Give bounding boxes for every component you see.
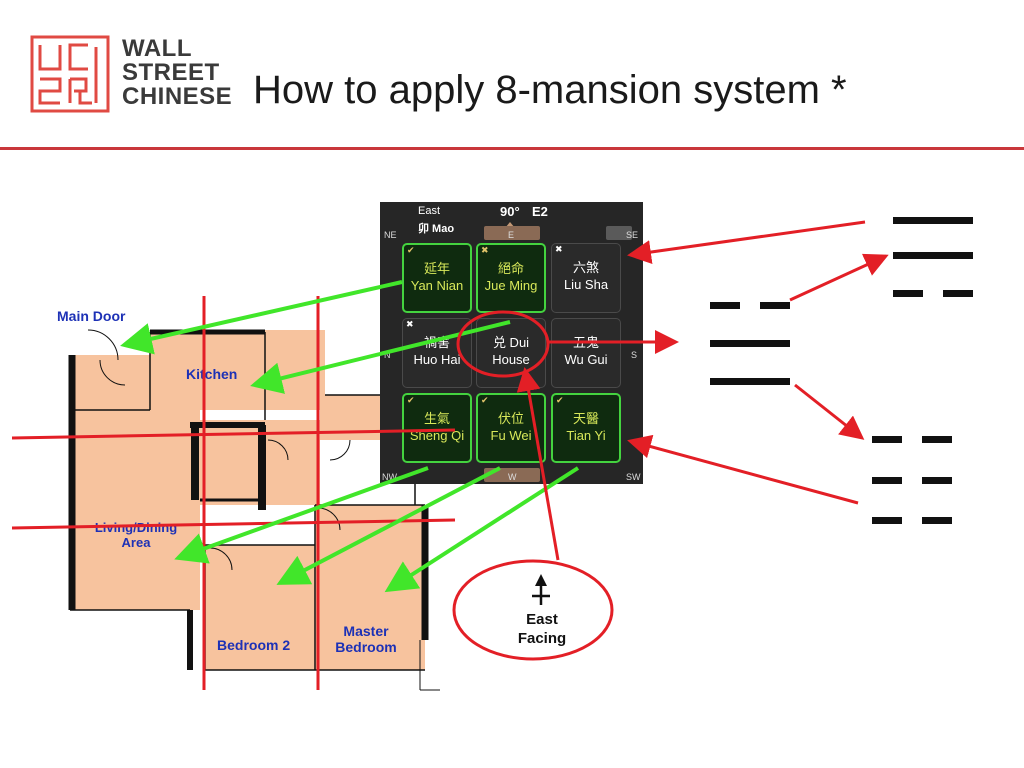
compass-panel: East 卯 Mao 90° E2 NE E SE N S NW W SW ✔ … bbox=[380, 202, 643, 484]
facing-line-2: Facing bbox=[517, 630, 567, 647]
master-bedroom-label: Master Bedroom bbox=[335, 623, 397, 656]
check-icon: ✔ bbox=[407, 395, 415, 405]
cell-yan-nian: ✔ 延年 Yan Nian bbox=[402, 243, 472, 313]
arrow-trigram-down bbox=[794, 383, 865, 440]
cell-chinese: 六煞 bbox=[572, 260, 599, 275]
living-room bbox=[70, 405, 200, 610]
cell-wu-gui: 五鬼 Wu Gui bbox=[551, 318, 621, 388]
cell-huo-hai: ✖ 禍害 Huo Hai bbox=[402, 318, 472, 388]
compass-code: E2 bbox=[532, 204, 548, 219]
cell-chinese: 生氣 bbox=[423, 411, 450, 426]
cell-sheng-qi: ✔ 生氣 Sheng Qi bbox=[402, 393, 472, 463]
north-arrow-icon bbox=[532, 574, 550, 605]
arrow-liu-sha bbox=[627, 220, 866, 264]
compass-direction: East bbox=[418, 205, 441, 217]
trigram-middle bbox=[710, 302, 790, 385]
cell-pinyin: Liu Sha bbox=[563, 277, 609, 292]
dir-w: W bbox=[508, 472, 517, 482]
cell-jue-ming: ✖ 絕命 Jue Ming bbox=[476, 243, 546, 313]
cell-pinyin: House bbox=[492, 352, 530, 367]
trigram-bottom bbox=[872, 436, 952, 524]
arrow-tian-yi bbox=[627, 434, 859, 505]
main-door-label: Main Door bbox=[57, 308, 126, 324]
brand-line-3: CHINESE bbox=[122, 83, 233, 110]
dir-ne: NE bbox=[384, 230, 397, 240]
compass-bearing: 90° bbox=[500, 204, 520, 219]
cell-pinyin: Sheng Qi bbox=[409, 428, 465, 443]
arrow-trigram-up bbox=[789, 253, 889, 302]
dir-s: S bbox=[631, 350, 638, 360]
cell-chinese: 延年 bbox=[423, 261, 450, 276]
cell-pinyin: Wu Gui bbox=[564, 352, 608, 367]
cell-pinyin: Huo Hai bbox=[413, 352, 461, 367]
brand-wordmark: WALL STREET CHINESE bbox=[122, 37, 232, 109]
trigram-top bbox=[893, 217, 973, 297]
dir-n: N bbox=[384, 350, 391, 360]
cell-chinese: 禍害 bbox=[423, 335, 450, 350]
dir-nw: NW bbox=[382, 472, 397, 482]
check-icon: ✔ bbox=[407, 245, 415, 255]
kitchen-label: Kitchen bbox=[186, 366, 238, 382]
dir-se: SE bbox=[626, 230, 639, 240]
cell-pinyin: Jue Ming bbox=[484, 278, 538, 293]
title-divider bbox=[0, 147, 1024, 150]
check-icon: ✔ bbox=[481, 395, 489, 405]
brand-line-2: STREET bbox=[122, 59, 220, 86]
cell-chinese: 五鬼 bbox=[572, 335, 599, 350]
cell-pinyin: Yan Nian bbox=[410, 278, 464, 293]
cross-icon: ✖ bbox=[481, 245, 489, 255]
cell-tian-yi: ✔ 天醫 Tian Yi bbox=[551, 393, 621, 463]
bedroom-2-label: Bedroom 2 bbox=[217, 637, 291, 653]
cell-chinese: 絕命 bbox=[497, 261, 524, 276]
cell-chinese: 伏位 bbox=[497, 411, 524, 426]
check-icon: ✔ bbox=[556, 395, 564, 405]
cell-fu-wei: ✔ 伏位 Fu Wei bbox=[476, 393, 546, 463]
cell-chinese: 天醫 bbox=[572, 411, 599, 426]
cell-house: 兑 Dui House bbox=[476, 318, 546, 388]
facing-line-1: East bbox=[526, 611, 558, 628]
wall-street-chinese-logo bbox=[30, 35, 110, 113]
east-facing-label: East Facing bbox=[500, 610, 584, 648]
dir-e: E bbox=[508, 230, 515, 240]
page-title: How to apply 8-mansion system * bbox=[253, 68, 847, 112]
compass-mountain: 卯 Mao bbox=[418, 223, 455, 235]
cell-pinyin: Fu Wei bbox=[490, 428, 532, 443]
cell-chinese: 兑 Dui bbox=[492, 335, 530, 350]
cross-icon: ✖ bbox=[406, 319, 414, 329]
living-dining-label: Living/Dining Area bbox=[94, 520, 178, 550]
dir-sw: SW bbox=[626, 472, 641, 482]
cell-pinyin: Tian Yi bbox=[566, 428, 606, 443]
brand-line-1: WALL bbox=[122, 35, 192, 62]
cross-icon: ✖ bbox=[555, 244, 563, 254]
cell-liu-sha: ✖ 六煞 Liu Sha bbox=[551, 243, 621, 313]
